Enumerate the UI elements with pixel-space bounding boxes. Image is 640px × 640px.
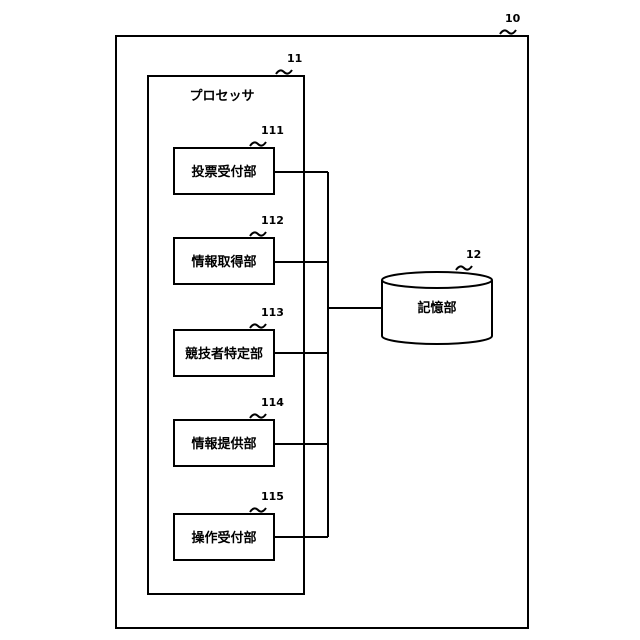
unit-ref: 114: [261, 396, 284, 409]
storage-label: 記憶部: [417, 300, 456, 316]
unit-label: 情報提供部: [191, 436, 256, 452]
unit-label: 操作受付部: [191, 530, 256, 546]
unit-ref: 113: [261, 306, 284, 319]
unit-label: 投票受付部: [191, 164, 256, 180]
storage-ref: 12: [466, 248, 481, 261]
unit-label: 競技者特定部: [185, 346, 263, 362]
device-ref-leader: [500, 30, 516, 34]
unit-ref: 115: [261, 490, 284, 503]
unit-ref: 111: [261, 124, 284, 137]
unit-ref: 112: [261, 214, 284, 227]
storage-cylinder-top: [382, 272, 492, 288]
unit-label: 情報取得部: [191, 254, 256, 270]
device-ref: 10: [505, 12, 521, 25]
processor-ref: 11: [287, 52, 302, 65]
processor-label: プロセッサ: [189, 89, 254, 104]
